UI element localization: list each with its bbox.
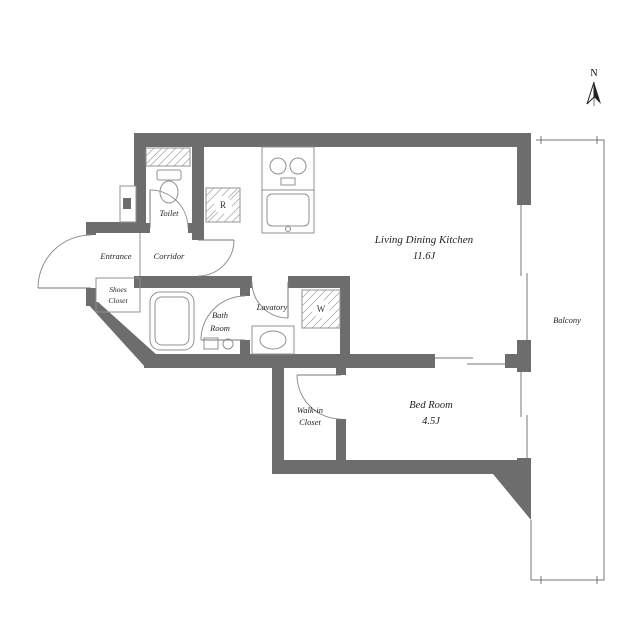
wall-segment [240,288,250,296]
wall-segment [272,354,284,474]
stove-burner-icon [289,157,307,175]
walk-in-closet-label-line1: Walk-in [297,405,323,415]
toilet-shelf-hatch [145,147,191,167]
washer-label: W [317,304,326,314]
room-labels: Living Dining Kitchen 11.6J Bed Room 4.5… [99,200,581,427]
wall-segment [134,223,150,233]
toilet-door-arc [149,189,189,229]
lavatory-door-arc [251,281,289,319]
balcony-label: Balcony [553,315,581,325]
bedroom-window [520,372,528,458]
north-arrow-icon [586,81,595,105]
bath-label-line2: Room [209,323,230,333]
vanity-counter [251,325,295,355]
wall-segment [134,133,146,233]
wall-segment [288,276,350,288]
wall-segment [240,340,250,354]
walls [86,133,531,520]
wall-segment [144,354,435,368]
refrigerator-label-bg [214,196,232,214]
bathtub [149,291,195,351]
balcony-railing [530,136,605,584]
ldk-label: Living Dining Kitchen [374,234,474,246]
stove-grill-icon [280,177,296,186]
wash-basin-icon [259,330,287,350]
ldk-bedroom-sliding-door [435,357,505,365]
entrance-label: Entrance [99,251,131,261]
washer-box [301,289,341,329]
stove-burner-icon [269,157,287,175]
wall-segment [517,133,531,205]
bedroom-size-label: 4.5J [422,416,441,427]
shoes-closet-box [95,277,141,313]
corridor-door-arc [197,239,235,277]
bath-drain-icon [222,338,234,350]
bath-counter [203,337,219,350]
wall-segment [188,223,204,233]
north-compass: N [586,68,601,106]
ldk-window [520,205,528,340]
wall-diagonal-southeast [493,460,531,520]
refrigerator-label: R [220,200,226,210]
closet-door-arc [296,374,342,420]
washer-label-bg [312,300,330,318]
balcony-rail [531,139,605,581]
corridor-label: Corridor [154,251,185,261]
wall-segment [517,340,531,372]
kitchen-sink [266,193,310,227]
lavatory-label: Lavatory [256,302,288,312]
wall-segment [86,288,96,306]
bathtub-inner [154,296,190,346]
wall-segment [340,276,350,368]
wall-segment [134,133,531,147]
bath-door-arc [200,295,246,341]
wall-segment [192,133,204,240]
kitchen-faucet-icon [285,226,291,232]
refrigerator-box [205,187,241,223]
wall-segment [272,460,493,474]
wall-segment [336,419,346,460]
wall-segment [86,222,134,233]
windows [435,205,528,458]
entrance-door-arc [37,234,92,289]
bedroom-label: Bed Room [409,400,453,411]
balcony-rail-ticks [540,136,598,584]
doors [37,189,342,420]
shoes-closet-label-line1: Shoes [109,285,127,294]
north-label: N [590,68,597,79]
shoes-closet-label-line2: Closet [108,296,128,305]
fixtures [95,146,341,355]
wall-diagonal-southwest [86,302,158,368]
walk-in-closet-label-line2: Closet [299,417,321,427]
wall-segment [86,222,96,235]
toilet-tank [156,169,182,181]
north-arrow-icon [594,82,601,104]
toilet-label: Toilet [159,208,179,218]
wall-segment [336,368,346,375]
ldk-size-label: 11.6J [413,251,437,262]
wall-segment [134,276,252,288]
meter-box-unit [123,198,131,209]
bath-label-line1: Bath [212,310,228,320]
toilet-bowl-icon [159,180,179,204]
